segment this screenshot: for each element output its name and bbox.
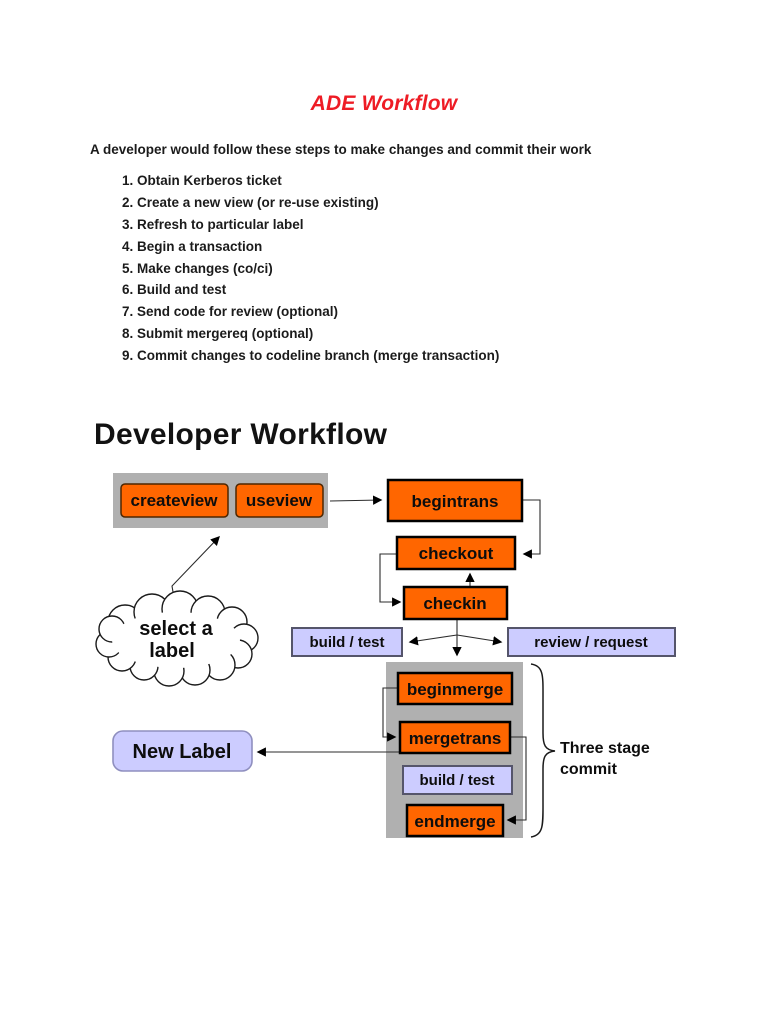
arrow-begintrans-to-checkout: [522, 499, 541, 559]
three-stage-brace: [530, 663, 556, 838]
node-beginmerge-label: beginmerge: [407, 680, 503, 699]
node-endmerge: [405, 803, 505, 838]
node-createview-label: createview: [131, 491, 219, 510]
arrow-to-review-request: [456, 634, 503, 646]
node-begintrans: [386, 478, 524, 523]
brace-label-line1: Three stage: [560, 740, 650, 757]
steps-list: Obtain Kerberos ticketCreate a new view …: [0, 174, 768, 363]
arrow-to-build-test: [408, 634, 458, 646]
node-checkout: [395, 535, 517, 571]
node-new-label: [112, 730, 253, 772]
workflow-step: Send code for review (optional): [137, 305, 768, 319]
node-begintrans-label: begintrans: [412, 492, 499, 511]
workflow-diagram: select a label createview useview begint…: [95, 473, 676, 838]
node-build-test-inner: [402, 765, 513, 795]
node-review-request-label: review / request: [534, 634, 647, 651]
cloud-inner: [112, 612, 240, 668]
arrow-beginmerge-to-mergetrans: [382, 687, 398, 742]
workflow-step: Build and test: [137, 283, 768, 297]
arrow-mergetrans-to-endmerge: [506, 736, 527, 825]
node-useview-label: useview: [246, 491, 313, 510]
node-review-request: [507, 627, 676, 657]
workflow-step: Begin a transaction: [137, 240, 768, 254]
workflow-step: Obtain Kerberos ticket: [137, 174, 768, 188]
cloud-label-line1: select a: [139, 618, 213, 640]
node-useview: [235, 483, 324, 518]
node-endmerge-label: endmerge: [414, 812, 495, 831]
arrow-views-to-begintrans: [329, 495, 383, 505]
node-createview: [120, 483, 229, 518]
node-checkin: [402, 585, 509, 621]
page-title: ADE Workflow: [310, 92, 458, 115]
brace-label-line2: commit: [560, 761, 618, 778]
node-build-test: [291, 627, 403, 657]
select-label-cloud: select a label: [95, 590, 259, 687]
node-mergetrans: [398, 720, 512, 755]
node-build-test-label: build / test: [310, 634, 385, 651]
diagram-heading: Developer Workflow: [94, 418, 388, 451]
node-checkin-label: checkin: [423, 594, 486, 613]
node-build-test-inner-label: build / test: [420, 772, 495, 789]
workflow-step: Create a new view (or re-use existing): [137, 196, 768, 210]
cloud-label-line2: label: [149, 640, 195, 662]
node-new-label-label: New Label: [133, 741, 232, 763]
workflow-step: Make changes (co/ci): [137, 262, 768, 276]
node-mergetrans-label: mergetrans: [409, 729, 502, 748]
page-subtitle: A developer would follow these steps to …: [90, 142, 592, 157]
node-beginmerge: [396, 671, 514, 706]
node-checkout-label: checkout: [419, 544, 494, 563]
workflow-step: Commit changes to codeline branch (merge…: [137, 349, 768, 363]
workflow-step: Submit mergereq (optional): [137, 327, 768, 341]
workflow-step: Refresh to particular label: [137, 218, 768, 232]
arrow-checkout-to-checkin: [379, 553, 402, 607]
